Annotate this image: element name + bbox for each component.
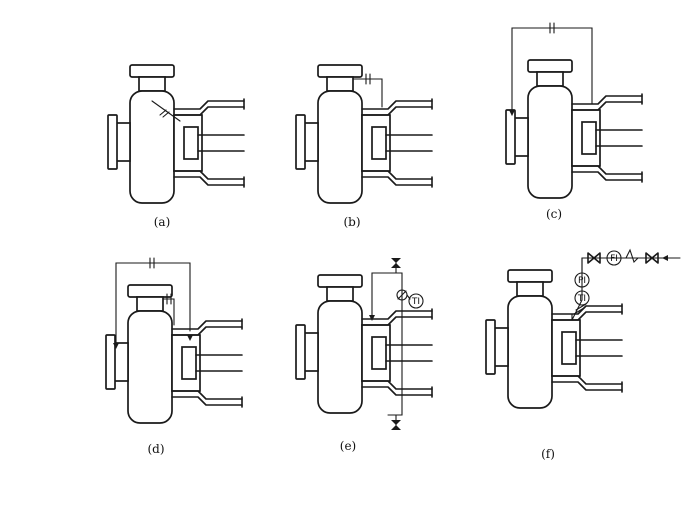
inlet-valve-icon xyxy=(391,258,401,268)
panel-d: (d) xyxy=(105,257,243,456)
outlet-valve-icon xyxy=(391,420,401,430)
ti-label: TI xyxy=(577,294,586,304)
caption-e: (e) xyxy=(340,439,356,453)
strainer-icon xyxy=(625,248,639,264)
panel-f: PI TI FI (f) xyxy=(485,248,681,461)
panel-a: (a) xyxy=(107,64,245,229)
fi-label: FI xyxy=(610,254,618,264)
pump-drawing xyxy=(107,64,245,204)
pump-drawing xyxy=(295,64,433,204)
pump-drawing xyxy=(505,59,643,199)
caption-d: (d) xyxy=(147,442,164,456)
temperature-indicator-icon xyxy=(408,293,424,309)
panel-c: (c) xyxy=(505,22,643,221)
return-pipe xyxy=(511,27,593,116)
return-pipe xyxy=(115,262,191,348)
caption-c: (c) xyxy=(546,207,562,221)
pi-label: PI xyxy=(578,276,586,286)
caption-a: (a) xyxy=(154,215,171,229)
flow-arrow-icon xyxy=(187,335,193,341)
cooling-loop xyxy=(371,272,403,416)
internal-flush-line xyxy=(151,100,181,122)
ti-label: TI xyxy=(411,297,420,307)
flush-pipe xyxy=(352,78,383,108)
panel-e: TI (e) xyxy=(295,258,433,453)
flow-arrow-icon xyxy=(509,110,515,116)
caption-f: (f) xyxy=(541,447,555,461)
supply-header xyxy=(581,257,681,274)
caption-b: (b) xyxy=(343,215,360,229)
temperature-indicator-icon xyxy=(574,290,590,306)
flow-indicator-icon xyxy=(606,250,622,266)
flow-arrow-icon xyxy=(369,315,375,321)
flow-arrow-icon xyxy=(662,255,668,261)
flow-arrow-icon xyxy=(113,343,119,349)
pump-drawing xyxy=(485,269,623,409)
orifice-mark xyxy=(159,109,167,116)
panel-b: (b) xyxy=(295,64,433,229)
